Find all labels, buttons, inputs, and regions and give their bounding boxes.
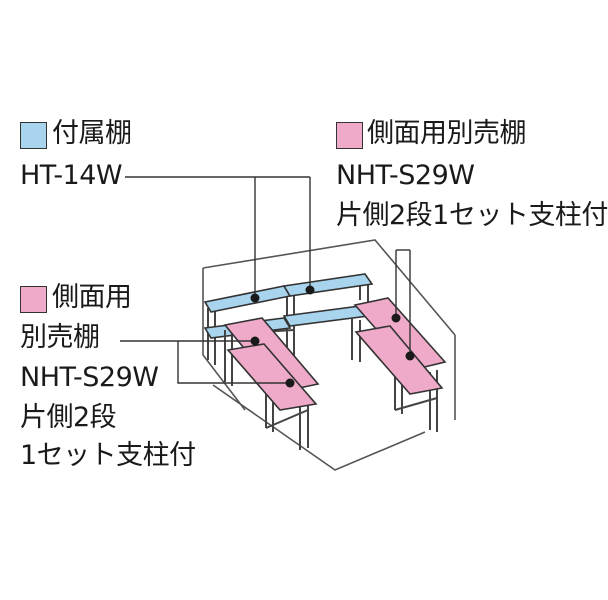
right-side-shelf-note: 片側2段1セット支柱付 — [336, 200, 608, 231]
left-side-shelf-note-line1: 片側2段 — [20, 402, 117, 433]
included-shelf-title: 付属棚 — [52, 118, 132, 149]
left-shelf-lower — [226, 343, 318, 411]
back-shelf-upper-right — [282, 273, 374, 297]
right-side-shelf-title: 側面用別売棚 — [367, 118, 527, 149]
right-shelf-lower — [354, 325, 444, 395]
left-side-shelf-title-line2: 別売棚 — [20, 322, 100, 353]
left-shelf-frame — [224, 330, 309, 450]
leader-lines — [120, 176, 411, 384]
leader-dots — [250, 285, 415, 388]
blue-swatch-icon — [20, 122, 47, 149]
pink-swatch-icon — [20, 286, 47, 313]
shed-outline — [202, 239, 456, 471]
right-side-shelf-model: NHT-S29W — [336, 160, 475, 191]
left-side-shelf-model: NHT-S29W — [20, 362, 159, 393]
back-shelf-upper-left — [203, 285, 292, 313]
left-side-shelf-note-line2: 1セット支柱付 — [20, 440, 196, 471]
back-shelf-lower-right — [282, 305, 370, 327]
left-side-shelf-title-line1: 側面用 — [52, 282, 132, 313]
pink-swatch-icon — [336, 122, 363, 149]
included-shelf-model: HT-14W — [20, 160, 123, 191]
